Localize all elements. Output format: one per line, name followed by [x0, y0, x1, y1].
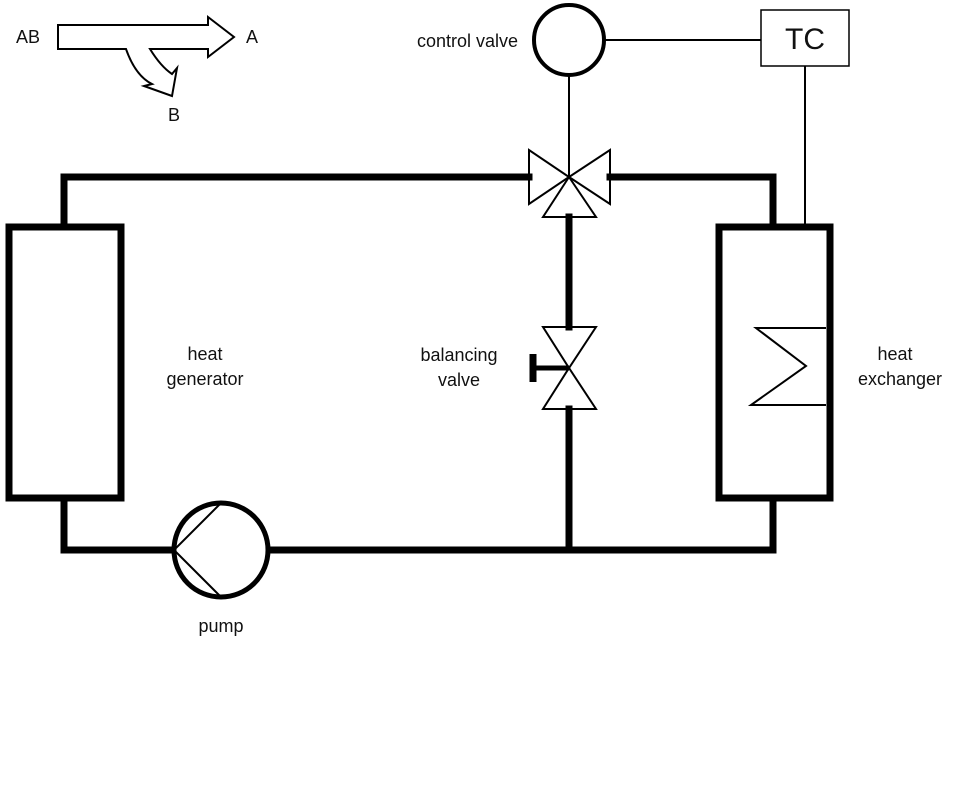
supply-pipe: [60, 173, 777, 231]
heat-generator[interactable]: [5, 223, 125, 502]
heat-generator-label-line2: generator: [166, 369, 243, 389]
legend-port-ab: AB: [16, 27, 40, 47]
balancing-valve-top: [541, 326, 598, 370]
pump[interactable]: [171, 500, 271, 600]
three-way-valve-icon[interactable]: [528, 148, 611, 218]
heat-generator-label-line1: heat: [187, 344, 222, 364]
heat-exchanger-box: [715, 223, 834, 502]
return-pipe: [60, 494, 777, 554]
pipe-network: [60, 173, 777, 554]
flow-direction-legend: AB A B: [16, 14, 258, 125]
pump-arrow-icon: [172, 502, 222, 598]
tc-box: [760, 9, 850, 67]
flow-arrow-icon: [57, 14, 236, 98]
heat-exchanger-label-line1: heat: [877, 344, 912, 364]
heat-generator-box: [5, 223, 125, 502]
heat-exchanger-label-line2: exchanger: [858, 369, 942, 389]
legend-port-a: A: [246, 27, 258, 47]
actuator-circle-icon: [532, 3, 606, 77]
heat-exchanger-coil-icon: [747, 327, 826, 406]
control-valve-actuator[interactable]: [532, 3, 606, 77]
pump-circle: [171, 500, 271, 600]
valve-port-left: [528, 148, 571, 206]
legend-port-b: B: [168, 105, 180, 125]
balancing-valve-icon[interactable]: [529, 326, 598, 410]
tc-label: TC: [785, 23, 825, 56]
control-valve-label: control valve: [417, 31, 518, 51]
balancing-valve-label-line2: valve: [438, 370, 480, 390]
valve-port-right: [567, 148, 611, 206]
balancing-valve-bottom: [541, 366, 598, 410]
valve-port-bottom: [541, 175, 598, 218]
balancing-valve-label-line1: balancing: [420, 345, 497, 365]
pump-label: pump: [198, 616, 243, 636]
heat-exchanger[interactable]: [715, 223, 834, 502]
temperature-controller[interactable]: TC: [760, 9, 850, 67]
